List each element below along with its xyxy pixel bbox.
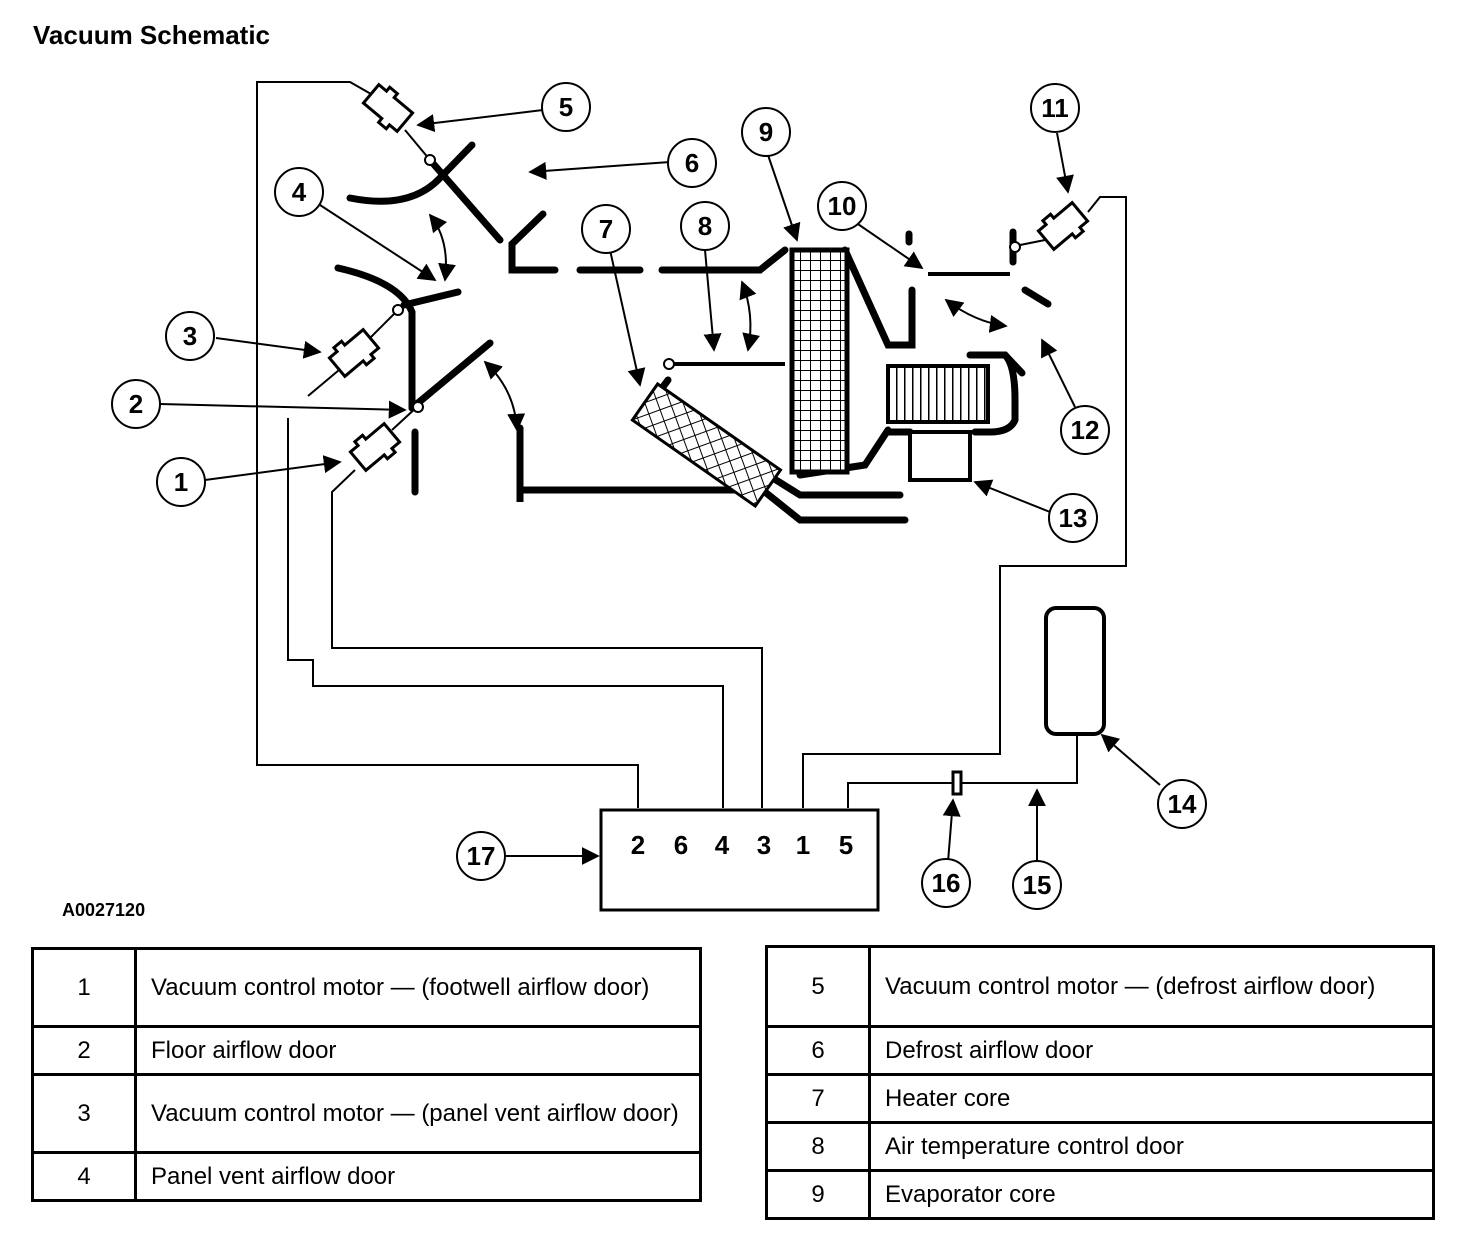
svg-text:17: 17: [467, 841, 496, 871]
port-label: 1: [796, 830, 810, 860]
svg-text:5: 5: [559, 92, 573, 122]
callout-5: 5: [541, 82, 591, 132]
port-label: 3: [757, 830, 771, 860]
callout-3: 3: [165, 311, 215, 361]
hose-recirc: [802, 196, 1127, 808]
svg-text:14: 14: [1168, 789, 1197, 819]
vacuum-motor-11-icon: [1033, 197, 1093, 255]
callout-15: 15: [1012, 860, 1062, 910]
evaporator-core: [789, 247, 850, 475]
legend-description: Evaporator core: [868, 1169, 1435, 1220]
legend-number: 8: [765, 1121, 871, 1172]
legend-description: Vacuum control motor — (panel vent airfl…: [134, 1073, 702, 1154]
callout-6: 6: [667, 138, 717, 188]
hose-panel: [287, 418, 724, 808]
svg-text:6: 6: [685, 148, 699, 178]
port-label: 4: [715, 830, 730, 860]
callout-14: 14: [1157, 779, 1207, 829]
callout-4: 4: [274, 167, 324, 217]
blower-motor: [908, 430, 972, 482]
hose-footwell: [331, 469, 763, 808]
vacuum-schematic-diagram: 2 6 4 3 1 5 1 2 3 4 5: [111, 79, 1207, 912]
callout-9: 9: [741, 107, 791, 157]
legend-description: Air temperature control door: [868, 1121, 1435, 1172]
figure-id: A0027120: [62, 900, 146, 920]
callout-12: 12: [1060, 405, 1110, 455]
callout-17: 17: [456, 831, 506, 881]
legend-description: Vacuum control motor — (footwell airflow…: [134, 947, 702, 1028]
svg-text:3: 3: [183, 321, 197, 351]
vacuum-reservoir: [1044, 606, 1106, 736]
legend-number: 9: [765, 1169, 871, 1220]
callout-7: 7: [581, 204, 631, 254]
svg-text:13: 13: [1059, 503, 1088, 533]
heater-core: [630, 381, 783, 509]
callout-10: 10: [817, 181, 867, 231]
legend-number: 7: [765, 1073, 871, 1124]
page-title: Vacuum Schematic: [33, 20, 270, 50]
callout-16: 16: [921, 858, 971, 908]
svg-text:12: 12: [1071, 415, 1100, 445]
callout-13: 13: [1048, 493, 1098, 543]
legend-number: 5: [765, 945, 871, 1028]
svg-text:4: 4: [292, 177, 307, 207]
legend-number: 3: [31, 1073, 137, 1154]
hose-defrost: [256, 81, 639, 808]
legend-number: 4: [31, 1151, 137, 1202]
port-label: 6: [674, 830, 688, 860]
legend-description: Floor airflow door: [134, 1025, 702, 1076]
legend-number: 6: [765, 1025, 871, 1076]
callout-1: 1: [156, 457, 206, 507]
callout-2: 2: [111, 379, 161, 429]
blower-wheel: [886, 364, 990, 424]
vacuum-motor-5-icon: [358, 79, 418, 137]
port-label: 5: [839, 830, 853, 860]
svg-text:1: 1: [174, 467, 188, 497]
svg-text:10: 10: [828, 191, 857, 221]
svg-text:16: 16: [932, 868, 961, 898]
svg-text:11: 11: [1041, 93, 1069, 123]
svg-text:8: 8: [698, 211, 712, 241]
legend-number: 1: [31, 947, 137, 1028]
legend-number: 2: [31, 1025, 137, 1076]
svg-text:2: 2: [129, 389, 143, 419]
callout-8: 8: [680, 201, 730, 251]
port-label: 2: [631, 830, 645, 860]
vacuum-selector-switch: [599, 808, 880, 912]
svg-text:9: 9: [759, 117, 773, 147]
svg-text:15: 15: [1023, 870, 1052, 900]
callout-11: 11: [1030, 83, 1080, 133]
legend-description: Vacuum control motor — (defrost airflow …: [868, 945, 1435, 1028]
legend-description: Heater core: [868, 1073, 1435, 1124]
svg-text:7: 7: [599, 214, 613, 244]
legend-description: Panel vent airflow door: [134, 1151, 702, 1202]
legend-description: Defrost airflow door: [868, 1025, 1435, 1076]
check-valve: [951, 770, 963, 796]
